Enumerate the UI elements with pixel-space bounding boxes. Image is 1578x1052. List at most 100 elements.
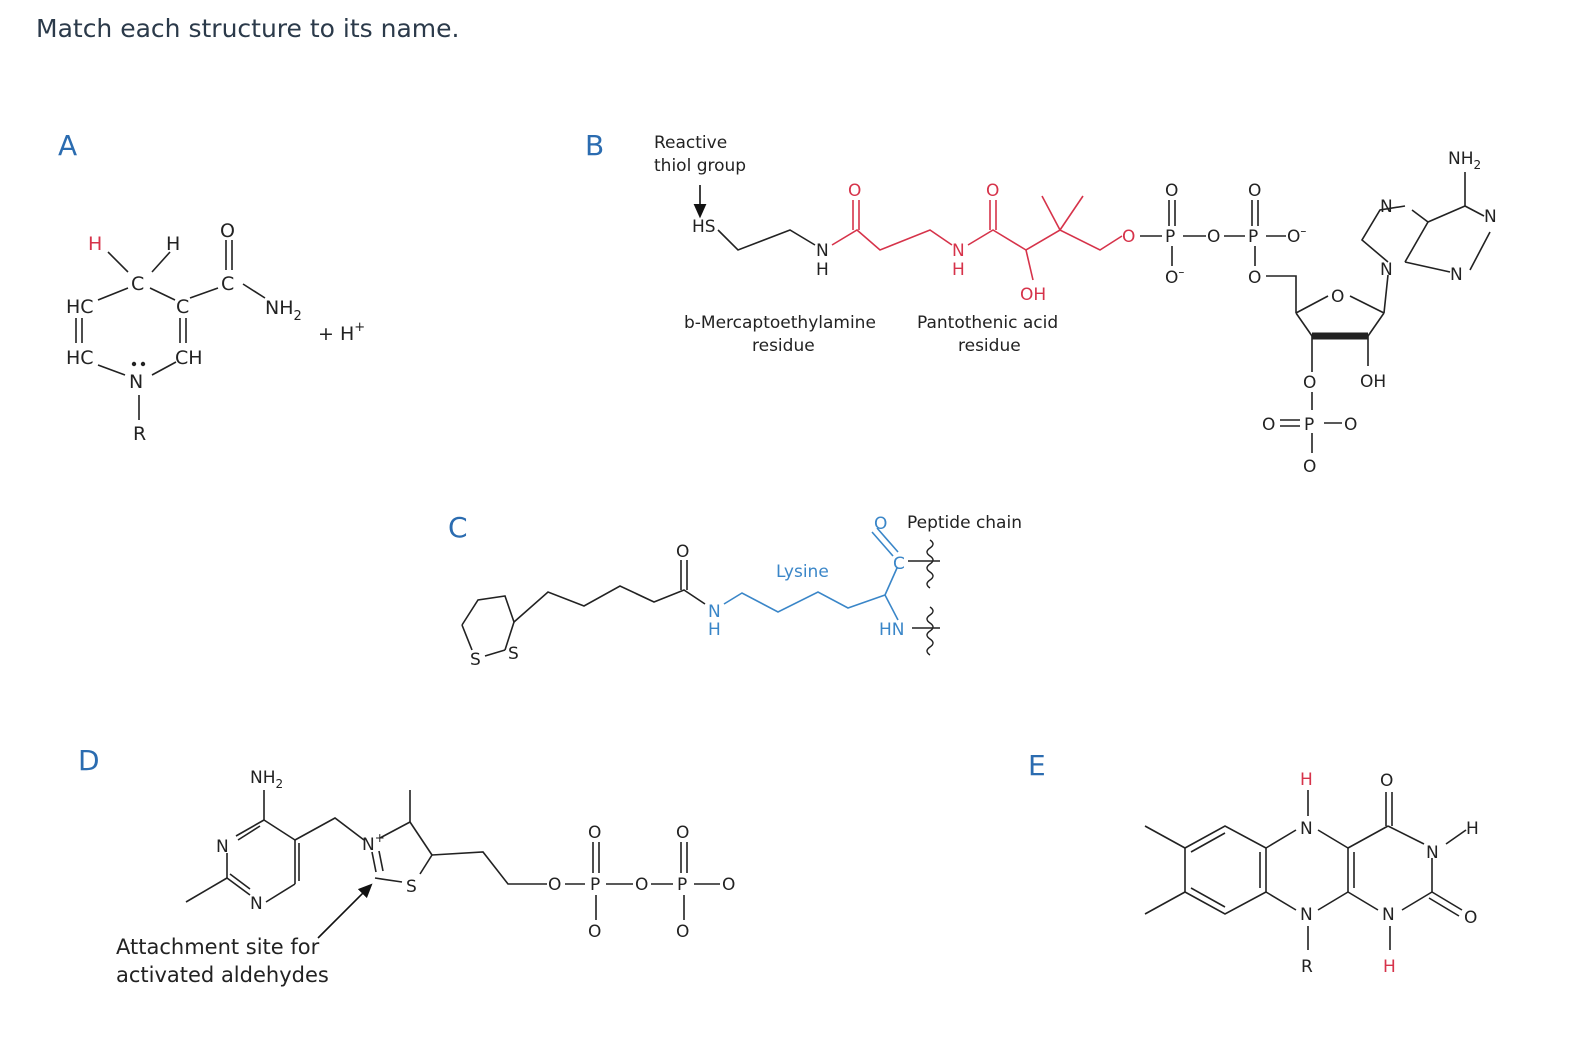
b-o-top2: O bbox=[1248, 181, 1261, 201]
a-hc1: HC bbox=[66, 296, 94, 318]
structure-e-bonds bbox=[1144, 790, 1467, 950]
structure-c-bonds-black bbox=[908, 539, 940, 656]
question-prompt: Match each structure to its name. bbox=[36, 14, 460, 43]
b-n2: N bbox=[952, 241, 965, 261]
a-c3: C bbox=[221, 273, 234, 295]
b-p3: P bbox=[1304, 415, 1314, 435]
structure-b-black-chain bbox=[717, 229, 816, 251]
d-o-c: O bbox=[722, 875, 735, 895]
a-hc2: HC bbox=[66, 347, 94, 369]
b-oh: OH bbox=[1020, 285, 1046, 305]
b-p2: P bbox=[1248, 227, 1258, 247]
structure-b-adenine bbox=[1360, 172, 1491, 273]
d-n1: N bbox=[216, 837, 229, 857]
structure-b-red-labels: O N H O N H OH bbox=[816, 181, 1046, 305]
a-nh2: NH2 bbox=[265, 297, 302, 324]
structure-d-labels: NH2 N N N+ S O P O P O O O O O Attachmen… bbox=[116, 768, 735, 987]
b-mercapto-line1: b-Mercaptoethylamine bbox=[684, 313, 876, 333]
a-lone-pair-dot bbox=[131, 361, 137, 367]
structure-b-ribose-labels: O OH O O P O O bbox=[1262, 287, 1386, 477]
structure-b-ribose bbox=[1280, 274, 1389, 453]
a-c1: C bbox=[131, 273, 144, 295]
d-o-a: O bbox=[548, 875, 561, 895]
b-reactive-line1: Reactive bbox=[654, 133, 727, 153]
b-ring-o: O bbox=[1331, 287, 1344, 307]
e-r: R bbox=[1301, 957, 1313, 977]
b-o-end: O– bbox=[1287, 224, 1306, 247]
b-adenine-n4: N bbox=[1450, 265, 1463, 285]
d-o-b: O bbox=[635, 875, 648, 895]
structure-c-labels: S S O N H Lysine O C HN Peptide chain bbox=[470, 513, 1022, 670]
structure-b-adenine-labels: NH2 N N N N bbox=[1380, 149, 1497, 285]
c-o: O bbox=[676, 542, 689, 562]
b-p3-o-left: O bbox=[1262, 415, 1275, 435]
d-o-top1: O bbox=[588, 823, 601, 843]
d-n2: N bbox=[250, 894, 263, 914]
structure-c-blue bbox=[723, 527, 899, 621]
a-h: H bbox=[166, 233, 180, 255]
b-adenine-n3: N bbox=[1380, 260, 1393, 280]
b-p3-o-bottom: O bbox=[1303, 457, 1316, 477]
panel-label-e: E bbox=[1028, 749, 1046, 782]
e-n3: N bbox=[1382, 905, 1395, 925]
structure-d-bonds bbox=[185, 790, 720, 920]
structure-b-phosphate-labels: O P O P O– O O O– O bbox=[1122, 181, 1306, 288]
b-o-mid: O bbox=[1207, 227, 1220, 247]
c-peptide-label: Peptide chain bbox=[907, 513, 1022, 533]
b-ring-oh: OH bbox=[1360, 372, 1386, 392]
a-o: O bbox=[220, 220, 235, 242]
c-h: H bbox=[708, 620, 721, 640]
structure-b-phosphates bbox=[1140, 200, 1297, 313]
b-p1: P bbox=[1165, 227, 1175, 247]
panel-label-a: A bbox=[58, 129, 77, 162]
d-attach-arrow bbox=[317, 883, 373, 939]
b-reactive-line2: thiol group bbox=[654, 156, 746, 176]
a-n: N bbox=[129, 371, 143, 393]
e-h-top: H bbox=[1300, 770, 1313, 790]
b-p3-o-right: O bbox=[1344, 415, 1357, 435]
d-nh2: NH2 bbox=[250, 768, 283, 791]
d-o-bot2: O bbox=[676, 922, 689, 942]
b-n1: N bbox=[816, 241, 829, 261]
c-s2: S bbox=[508, 644, 519, 664]
c-o2: O bbox=[874, 514, 887, 534]
panel-label-b: B bbox=[585, 129, 604, 162]
d-o-bot1: O bbox=[588, 922, 601, 942]
c-hn: HN bbox=[879, 620, 905, 640]
b-h1: H bbox=[816, 260, 829, 280]
c-c: C bbox=[893, 554, 905, 574]
structure-a-labels: H H O C C C NH2 HC HC CH N R + H+ bbox=[66, 220, 365, 445]
panel-label-d: D bbox=[78, 744, 100, 777]
d-s: S bbox=[406, 877, 417, 897]
b-ring-o3: O bbox=[1303, 373, 1316, 393]
d-attach-line2: activated aldehydes bbox=[116, 963, 329, 987]
e-o-right: O bbox=[1464, 908, 1477, 928]
a-ch: CH bbox=[175, 347, 203, 369]
b-panto-line1: Pantothenic acid bbox=[917, 313, 1058, 333]
a-lone-pair-dot bbox=[140, 361, 146, 367]
structure-a bbox=[75, 240, 266, 420]
b-adenine-nh2: NH2 bbox=[1448, 149, 1481, 172]
b-o-bot2: O bbox=[1248, 268, 1261, 288]
d-o-top2: O bbox=[676, 823, 689, 843]
c-n: N bbox=[708, 602, 721, 622]
b-adenine-n2: N bbox=[1484, 207, 1497, 227]
e-o-top: O bbox=[1380, 771, 1393, 791]
a-h-red: H bbox=[88, 233, 102, 255]
structure-e-labels: H N O N H N N O R H bbox=[1300, 770, 1479, 977]
b-o-top1: O bbox=[1165, 181, 1178, 201]
d-p-a: P bbox=[590, 875, 600, 895]
e-n1: N bbox=[1300, 819, 1313, 839]
b-o-link: O bbox=[1122, 227, 1135, 247]
c-s1: S bbox=[470, 650, 481, 670]
e-h-right: H bbox=[1466, 819, 1479, 839]
b-o1: O bbox=[848, 181, 861, 201]
b-hs: HS bbox=[692, 217, 716, 237]
e-n2: N bbox=[1300, 905, 1313, 925]
b-o-bot1: O– bbox=[1165, 265, 1184, 288]
d-p-b: P bbox=[677, 875, 687, 895]
b-panto-line2: residue bbox=[958, 336, 1021, 356]
d-attach-line1: Attachment site for bbox=[116, 935, 320, 959]
a-r: R bbox=[133, 423, 146, 445]
